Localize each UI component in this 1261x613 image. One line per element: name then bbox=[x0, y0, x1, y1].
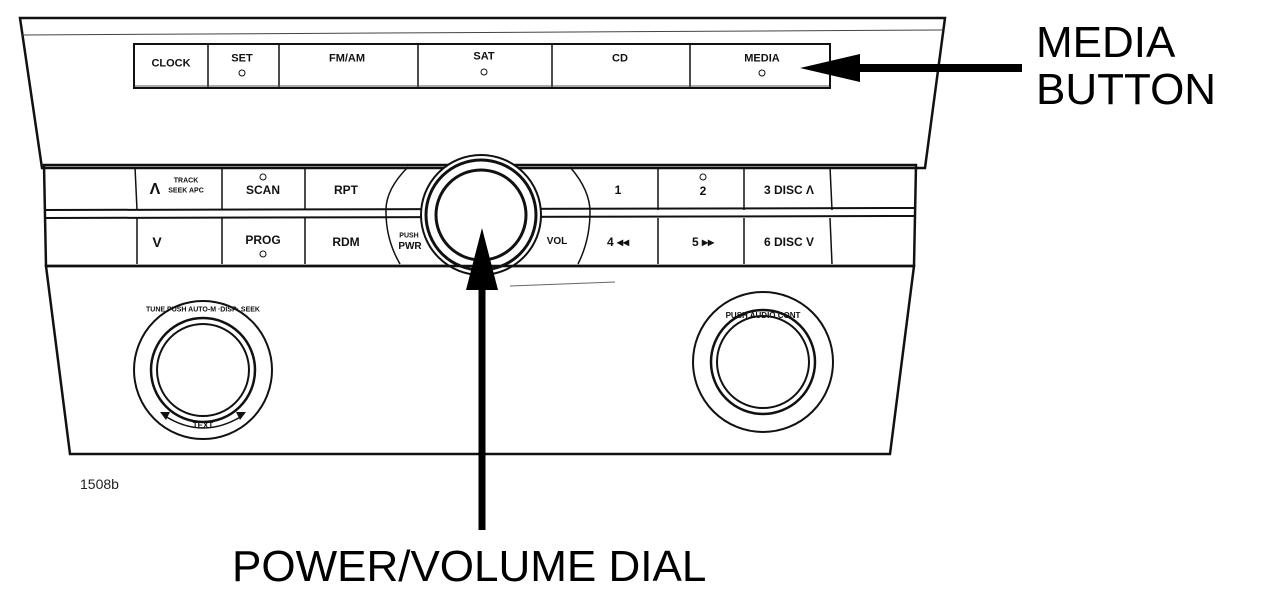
scan-indicator-icon bbox=[259, 173, 267, 181]
set-button[interactable]: SET bbox=[231, 52, 253, 65]
scan-button[interactable]: SCAN bbox=[245, 183, 281, 197]
track-up-icon: Λ bbox=[149, 181, 161, 198]
cd-button[interactable]: CD bbox=[612, 52, 628, 65]
media-callout-line2: BUTTON bbox=[1036, 64, 1217, 114]
preset-1-button[interactable]: 1 bbox=[614, 183, 622, 197]
set-indicator-icon bbox=[238, 69, 246, 77]
preset-5-forward-button[interactable]: 5 ▸▸ bbox=[691, 235, 715, 249]
power-volume-dial[interactable] bbox=[436, 170, 526, 260]
faceplate-inner-line bbox=[21, 29, 944, 36]
left-knob-ring-text: TUNE PUSH AUTO-M ·DISP· SEEK bbox=[146, 306, 260, 314]
media-button-callout: MEDIA BUTTON bbox=[1036, 18, 1217, 114]
preset-2-indicator-icon bbox=[699, 173, 707, 181]
preset-2-button[interactable]: 2 bbox=[699, 184, 707, 198]
preset-4-rewind-button[interactable]: 4 ◂◂ bbox=[606, 235, 630, 249]
right-knob-ring bbox=[692, 291, 834, 433]
media-indicator-icon bbox=[758, 69, 766, 77]
left-knob-text-label: TEXT bbox=[192, 421, 214, 430]
right-knob-ring-text: PUSH AUDIO CONT bbox=[725, 311, 801, 320]
left-knob-ring bbox=[133, 300, 273, 440]
random-button[interactable]: RDM bbox=[332, 235, 360, 249]
sat-indicator-icon bbox=[480, 68, 488, 76]
power-volume-dial-callout: POWER/VOLUME DIAL bbox=[232, 542, 707, 591]
audio-control-knob[interactable] bbox=[717, 316, 809, 408]
faceplate-outline bbox=[18, 16, 947, 170]
dial-callout-arrow bbox=[466, 228, 498, 530]
program-button[interactable]: PROG bbox=[245, 233, 281, 247]
push-label: PUSH bbox=[399, 232, 419, 240]
fm-am-button[interactable]: FM/AM bbox=[328, 52, 366, 65]
figure-id: 1508b bbox=[80, 476, 119, 492]
clock-button[interactable]: CLOCK bbox=[151, 57, 191, 70]
media-button[interactable]: MEDIA bbox=[744, 52, 780, 65]
seek-apc-label[interactable]: SEEK APC bbox=[168, 187, 204, 195]
media-callout-line1: MEDIA bbox=[1036, 18, 1176, 67]
left-knob bbox=[156, 323, 250, 417]
track-down-button[interactable]: V bbox=[152, 234, 162, 250]
volume-label: VOL bbox=[546, 236, 568, 247]
lower-faceplate bbox=[44, 264, 916, 456]
sat-button[interactable]: SAT bbox=[473, 50, 495, 63]
tune-knob[interactable] bbox=[157, 324, 249, 416]
repeat-button[interactable]: RPT bbox=[334, 183, 358, 197]
preset-3-disc-up-button[interactable]: 3 DISC Λ bbox=[763, 183, 815, 197]
right-knob bbox=[716, 315, 810, 409]
track-label: TRACK bbox=[173, 177, 199, 185]
power-label: PWR bbox=[398, 241, 422, 252]
program-indicator-icon bbox=[259, 250, 267, 258]
preset-6-disc-down-button[interactable]: 6 DISC V bbox=[763, 235, 815, 249]
media-callout-arrow bbox=[800, 54, 1022, 82]
